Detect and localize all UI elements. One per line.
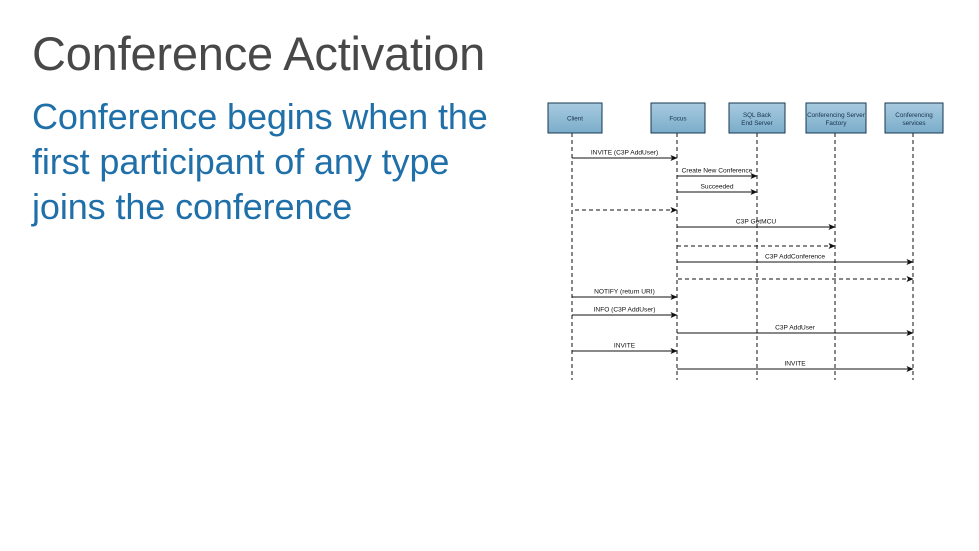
message-label-12: INVITE xyxy=(784,361,806,368)
participant-box-client[interactable] xyxy=(547,102,603,134)
message-label-10: C3P AddUser xyxy=(775,325,816,332)
message-label-2: Succeeded xyxy=(701,184,734,191)
participant-label-csfactory: Factory xyxy=(826,120,848,127)
participant-label-cs: services xyxy=(902,120,925,127)
page-title: Conference Activation xyxy=(32,27,486,80)
participant-box-focus[interactable] xyxy=(650,102,706,134)
message-label-8: NOTIFY (return URI) xyxy=(594,289,655,296)
participant-label-cs: Conferencing xyxy=(895,112,933,119)
message-label-0: INVITE (C3P AddUser) xyxy=(591,150,658,157)
messages-group: INVITE (C3P AddUser) Create New Conferenc… xyxy=(572,150,914,372)
message-label-9: INFO (C3P AddUser) xyxy=(594,307,656,314)
participant-label-sql: End Server xyxy=(741,120,773,127)
message-label-4: C3P GetMCU xyxy=(736,219,776,226)
participant-label-csfactory: Conferencing Server xyxy=(807,112,865,119)
participant-label-sql: SQL Back xyxy=(743,112,772,119)
participant-label-client: Client xyxy=(567,115,583,122)
lifelines-group xyxy=(571,133,914,380)
message-label-1: Create New Conference xyxy=(682,168,753,175)
text-column: Conference Activation Conference begins … xyxy=(32,24,532,229)
participant-box-sql[interactable] xyxy=(728,102,786,134)
message-label-11: INVITE xyxy=(614,343,636,350)
slide-body-text: Conference begins when the first partici… xyxy=(32,96,488,227)
message-label-6: C3P AddConference xyxy=(765,254,825,261)
participant-box-csfactory[interactable] xyxy=(805,102,867,134)
participant-box-cs[interactable] xyxy=(884,102,944,134)
participant-label-focus: Focus xyxy=(669,115,686,122)
